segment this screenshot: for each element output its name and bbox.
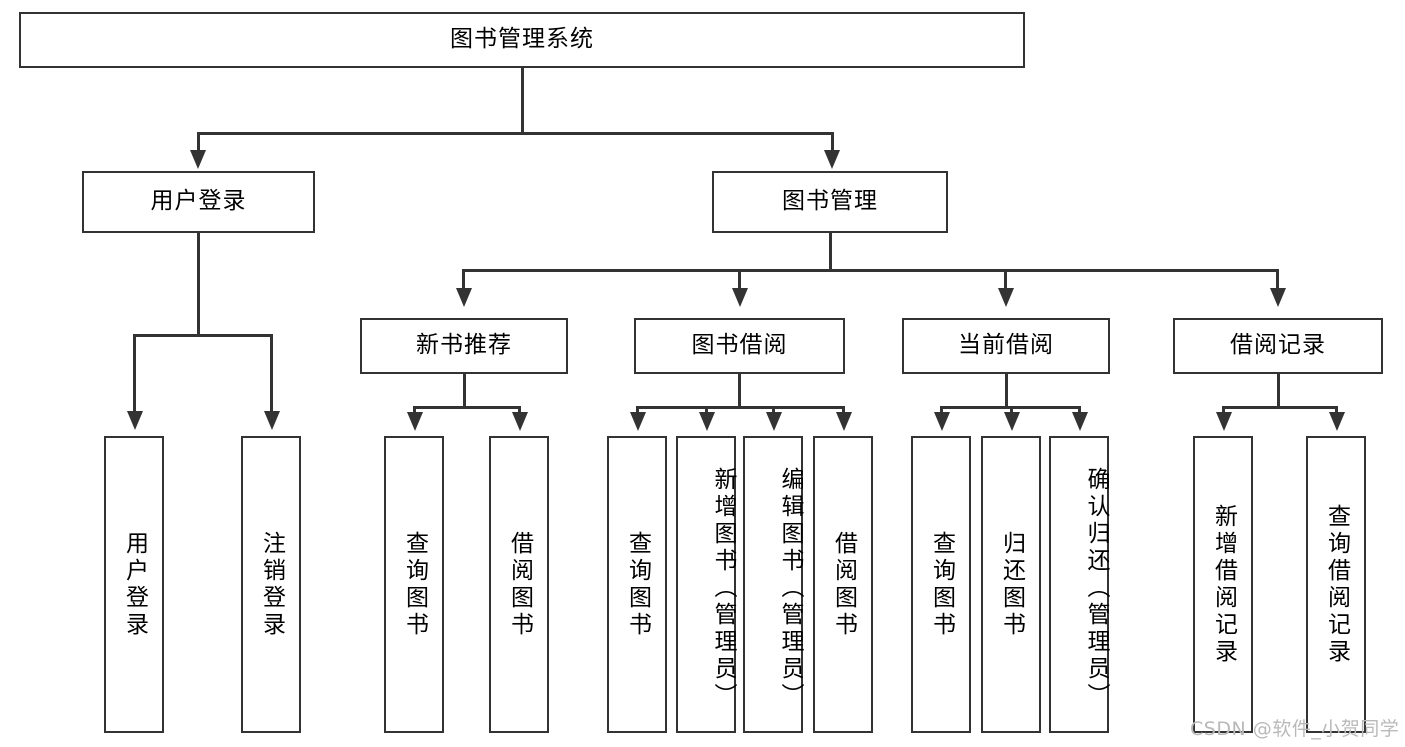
node-label: 图书管理系统 bbox=[450, 26, 594, 53]
leaf-book-borrow-4[interactable]: 借阅图书 bbox=[813, 436, 873, 733]
node-book-borrow[interactable]: 图书借阅 bbox=[634, 318, 845, 374]
arrow-to-book-borrow-leaf-1 bbox=[630, 412, 646, 431]
node-label: 当前借阅 bbox=[958, 332, 1054, 359]
arrow-to-user-login bbox=[190, 150, 206, 169]
leaf-label: 查询图书 bbox=[401, 530, 428, 639]
arrow-to-borrow-record bbox=[1270, 288, 1286, 307]
leaf-label: 新增借阅记录 bbox=[1210, 503, 1237, 666]
connector-level2-bus bbox=[197, 132, 833, 135]
leaf-borrow-record-1[interactable]: 新增借阅记录 bbox=[1193, 436, 1253, 733]
leaf-label: 归还图书 bbox=[998, 530, 1025, 639]
connector-borrow-record-bus bbox=[1222, 406, 1337, 409]
leaf-book-borrow-1[interactable]: 查询图书 bbox=[607, 436, 667, 733]
leaf-label: 借阅图书 bbox=[506, 530, 533, 639]
connector-book-borrow-stem bbox=[738, 374, 741, 408]
connector-user-login-drop-1 bbox=[133, 334, 136, 415]
node-label: 借阅记录 bbox=[1230, 332, 1326, 359]
connector-borrow-record-stem bbox=[1277, 374, 1280, 408]
leaf-label: 借阅图书 bbox=[830, 530, 857, 639]
connector-new-book-drop-2 bbox=[518, 406, 521, 416]
arrow-to-current-borrow-leaf-2 bbox=[1004, 412, 1020, 431]
node-current-borrow[interactable]: 当前借阅 bbox=[902, 318, 1110, 374]
leaf-current-borrow-1[interactable]: 查询图书 bbox=[911, 436, 971, 733]
arrow-to-book-borrow-leaf-3 bbox=[766, 412, 782, 431]
connector-current-borrow-stem bbox=[1005, 374, 1008, 408]
node-new-book-recommend[interactable]: 新书推荐 bbox=[360, 318, 568, 374]
arrow-to-new-book-recommend bbox=[456, 288, 472, 307]
leaf-label: 编辑图书（管理员） bbox=[777, 467, 803, 710]
connector-new-book-stem bbox=[463, 374, 466, 408]
arrow-to-current-borrow-leaf-1 bbox=[934, 412, 950, 431]
leaf-book-borrow-2[interactable]: 新增图书（管理员） bbox=[676, 436, 736, 733]
connector-level2-drop-book-management bbox=[831, 132, 834, 154]
connector-level3-bus bbox=[462, 269, 1278, 272]
arrow-to-book-management bbox=[824, 150, 840, 169]
arrow-to-current-borrow bbox=[998, 288, 1014, 307]
leaf-label: 查询图书 bbox=[624, 530, 651, 639]
connector-new-book-drop-1 bbox=[413, 406, 416, 416]
connector-level3-drop-new-book bbox=[462, 269, 465, 291]
leaf-book-borrow-3[interactable]: 编辑图书（管理员） bbox=[743, 436, 803, 733]
connector-borrow-record-drop-1 bbox=[1222, 406, 1225, 416]
leaf-label: 查询图书 bbox=[928, 530, 955, 639]
connector-book-management-stem bbox=[829, 233, 832, 272]
connector-current-borrow-drop-3 bbox=[1078, 406, 1081, 416]
arrow-to-new-book-leaf-1 bbox=[407, 412, 423, 431]
connector-book-borrow-drop-2 bbox=[705, 406, 708, 416]
arrow-to-borrow-record-leaf-2 bbox=[1329, 412, 1345, 431]
leaf-current-borrow-3[interactable]: 确认归还（管理员） bbox=[1049, 436, 1109, 733]
connector-current-borrow-drop-2 bbox=[1010, 406, 1013, 416]
leaf-label: 注销登录 bbox=[258, 530, 285, 639]
node-user-login[interactable]: 用户登录 bbox=[82, 171, 315, 233]
arrow-to-new-book-leaf-2 bbox=[512, 412, 528, 431]
connector-current-borrow-drop-1 bbox=[940, 406, 943, 416]
leaf-borrow-record-2[interactable]: 查询借阅记录 bbox=[1306, 436, 1366, 733]
arrow-to-book-borrow-leaf-4 bbox=[836, 412, 852, 431]
leaf-new-book-1[interactable]: 查询图书 bbox=[384, 436, 444, 733]
connector-borrow-record-drop-2 bbox=[1335, 406, 1338, 416]
connector-user-login-stem bbox=[197, 233, 200, 336]
leaf-current-borrow-2[interactable]: 归还图书 bbox=[981, 436, 1041, 733]
connector-user-login-drop-2 bbox=[270, 334, 273, 415]
leaf-label: 新增图书（管理员） bbox=[710, 467, 736, 710]
node-book-management[interactable]: 图书管理 bbox=[712, 171, 948, 233]
node-borrow-record[interactable]: 借阅记录 bbox=[1173, 318, 1383, 374]
connector-level2-drop-user-login bbox=[197, 132, 200, 154]
node-root-book-management-system[interactable]: 图书管理系统 bbox=[19, 12, 1025, 68]
leaf-user-login-1[interactable]: 用户登录 bbox=[104, 436, 164, 733]
connector-book-borrow-drop-4 bbox=[842, 406, 845, 416]
arrow-to-current-borrow-leaf-3 bbox=[1072, 412, 1088, 431]
connector-user-login-bus bbox=[133, 334, 272, 337]
connector-root-stem bbox=[521, 68, 524, 134]
connector-level3-drop-borrow-record bbox=[1276, 269, 1279, 291]
connector-book-borrow-drop-3 bbox=[772, 406, 775, 416]
connector-book-borrow-drop-1 bbox=[636, 406, 639, 416]
arrow-to-book-borrow bbox=[732, 288, 748, 307]
connector-level3-drop-book-borrow bbox=[738, 269, 741, 291]
arrow-to-user-login-leaf-1 bbox=[127, 411, 143, 430]
leaf-label: 查询借阅记录 bbox=[1323, 503, 1350, 666]
leaf-label: 用户登录 bbox=[121, 530, 148, 639]
arrow-to-user-login-leaf-2 bbox=[264, 411, 280, 430]
node-label: 图书借阅 bbox=[691, 332, 788, 359]
arrow-to-book-borrow-leaf-2 bbox=[699, 412, 715, 431]
connector-book-borrow-bus bbox=[636, 406, 844, 409]
connector-new-book-bus bbox=[413, 406, 521, 409]
leaf-label: 确认归还（管理员） bbox=[1083, 467, 1109, 710]
leaf-new-book-2[interactable]: 借阅图书 bbox=[489, 436, 549, 733]
leaf-user-login-2[interactable]: 注销登录 bbox=[241, 436, 301, 733]
node-label: 用户登录 bbox=[150, 188, 247, 215]
node-label: 新书推荐 bbox=[416, 332, 512, 359]
node-label: 图书管理 bbox=[782, 188, 878, 215]
arrow-to-borrow-record-leaf-1 bbox=[1216, 412, 1232, 431]
connector-level3-drop-current-borrow bbox=[1004, 269, 1007, 291]
watermark: CSDN @软件_小贺同学 bbox=[1190, 718, 1400, 740]
